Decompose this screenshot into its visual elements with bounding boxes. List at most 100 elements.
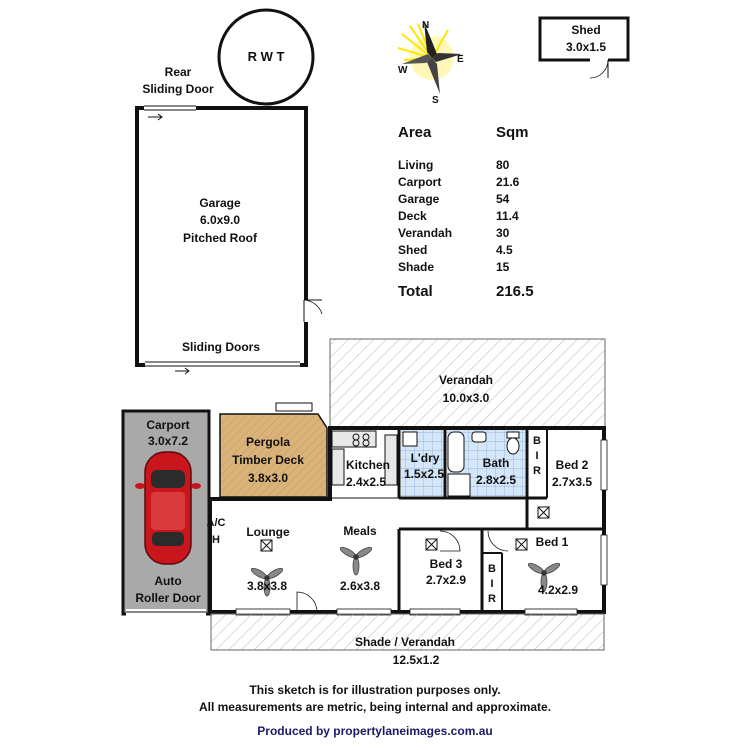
compass-needle-north (424, 22, 437, 58)
area-total-row: Total 216.5 (398, 283, 548, 300)
area-row: Garage 54 (398, 191, 548, 208)
compass: N E S W (397, 20, 464, 106)
shade-name: Shade / Verandah (355, 635, 455, 649)
area-row-name: Deck (398, 209, 427, 223)
carport-size: 3.0x7.2 (148, 434, 188, 448)
area-row-value: 54 (496, 192, 510, 206)
shed: Shed 3.0x1.5 (538, 16, 630, 79)
area-row-name: Shed (398, 243, 428, 257)
bed2-size: 2.7x3.5 (552, 475, 592, 489)
area-row-name: Verandah (398, 226, 453, 240)
garage-name: Garage (199, 196, 241, 210)
area-row: Shade 15 (398, 259, 548, 276)
laundry-name: L'dry (411, 451, 440, 465)
compass-s: S (432, 95, 439, 106)
carport-name: Carport (146, 418, 189, 432)
shade-size: 12.5x1.2 (393, 653, 440, 667)
bir-bed2-i: I (535, 450, 538, 462)
compass-n: N (422, 20, 429, 31)
verandah: Verandah 10.0x3.0 (329, 338, 606, 428)
pergola-name: Pergola (246, 435, 290, 449)
rainwater-tank: R W T (217, 8, 315, 106)
bir-bed2-r: R (533, 465, 541, 477)
bir-bed1-b: B (488, 563, 496, 575)
area-row: Carport 21.6 (398, 174, 548, 191)
h-label: H (212, 534, 220, 546)
bed2-name: Bed 2 (556, 458, 589, 472)
disclaimer-line2: All measurements are metric, being inter… (198, 700, 552, 714)
area-table: Area Sqm Living 80 Carport 21.6 Garage 54 D… (398, 124, 548, 300)
compass-needle-west (402, 54, 432, 64)
carport-door-line1: Auto (154, 574, 181, 588)
carport-door-line2: Roller Door (135, 591, 201, 605)
pergola-size: 3.8x3.0 (248, 471, 288, 485)
compass-w: W (398, 65, 408, 76)
bath-fixtures (402, 431, 520, 497)
area-header: Area (398, 124, 432, 141)
area-row-value: 15 (496, 260, 510, 274)
rear-door-line1: Rear (165, 65, 192, 79)
area-row-name: Living (398, 158, 434, 172)
area-row-name: Garage (398, 192, 440, 206)
verandah-name: Verandah (439, 373, 493, 387)
area-row-value: 30 (496, 226, 510, 240)
rwt-label: R W T (248, 49, 285, 64)
bir-bed1-i: I (490, 578, 493, 590)
area-table-header: Area Sqm (398, 124, 548, 141)
bed1-size: 4.2x2.9 (538, 583, 578, 597)
area-row: Deck 11.4 (398, 208, 548, 225)
producer-credit: Produced by propertylaneimages.com.au (257, 724, 493, 738)
garage-size: 6.0x9.0 (200, 213, 240, 227)
ceiling-lights (260, 506, 550, 552)
area-row-name: Carport (398, 175, 442, 189)
house-walls (208, 426, 606, 614)
ac-label: A/C (207, 517, 226, 529)
compass-needle-east (432, 53, 462, 62)
area-row-value: 80 (496, 158, 510, 172)
ceiling-fans (250, 546, 561, 597)
verandah-size: 10.0x3.0 (443, 391, 490, 405)
disclaimer: This sketch is for illustration purposes… (0, 682, 750, 716)
shade-verandah: Shade / Verandah 12.5x1.2 (210, 613, 605, 667)
pergola-deck: Pergola Timber Deck 3.8x3.0 (219, 402, 328, 498)
area-row-value: 4.5 (496, 243, 513, 257)
bir-bed1-r: R (488, 593, 496, 605)
area-row: Shed 4.5 (398, 242, 548, 259)
lounge-size: 3.8x3.8 (247, 579, 287, 593)
sqm-header: Sqm (496, 124, 529, 141)
area-row: Living 80 (398, 157, 548, 174)
pergola-name2: Timber Deck (232, 453, 304, 467)
compass-needle-south (427, 58, 440, 94)
disclaimer-line1: This sketch is for illustration purposes… (249, 683, 501, 697)
garage: Garage 6.0x9.0 Pitched Roof Sliding Door… (135, 104, 323, 375)
meals-name: Meals (343, 524, 377, 538)
bed3-size: 2.7x2.9 (426, 573, 466, 587)
compass-e: E (457, 54, 464, 65)
total-value: 216.5 (496, 283, 534, 300)
car-icon (135, 451, 201, 565)
area-row-name: Shade (398, 260, 435, 274)
bed1-name: Bed 1 (536, 535, 569, 549)
bath-size: 2.8x2.5 (476, 473, 516, 487)
garage-roof: Pitched Roof (183, 231, 258, 245)
area-row: Verandah 30 (398, 225, 548, 242)
bed3-name: Bed 3 (430, 557, 463, 571)
garage-doors-label: Sliding Doors (182, 340, 260, 354)
carport: Carport 3.0x7.2 Auto Roller Door (121, 409, 211, 617)
shed-size: 3.0x1.5 (566, 40, 606, 54)
laundry-size: 1.5x2.5 (404, 467, 444, 481)
kitchen-fixtures (331, 430, 398, 486)
kitchen-size: 2.4x2.5 (346, 475, 386, 489)
rear-door-line2: Sliding Door (142, 82, 214, 96)
meals-size: 2.6x3.8 (340, 579, 380, 593)
area-row-value: 11.4 (496, 209, 519, 223)
shed-name: Shed (571, 23, 600, 37)
kitchen-name: Kitchen (346, 458, 390, 472)
lounge-name: Lounge (246, 525, 290, 539)
bir-bed2-b: B (533, 435, 541, 447)
compass-glow (397, 23, 449, 61)
total-label: Total (398, 283, 433, 300)
area-row-value: 21.6 (496, 175, 520, 189)
bath-name: Bath (483, 456, 510, 470)
